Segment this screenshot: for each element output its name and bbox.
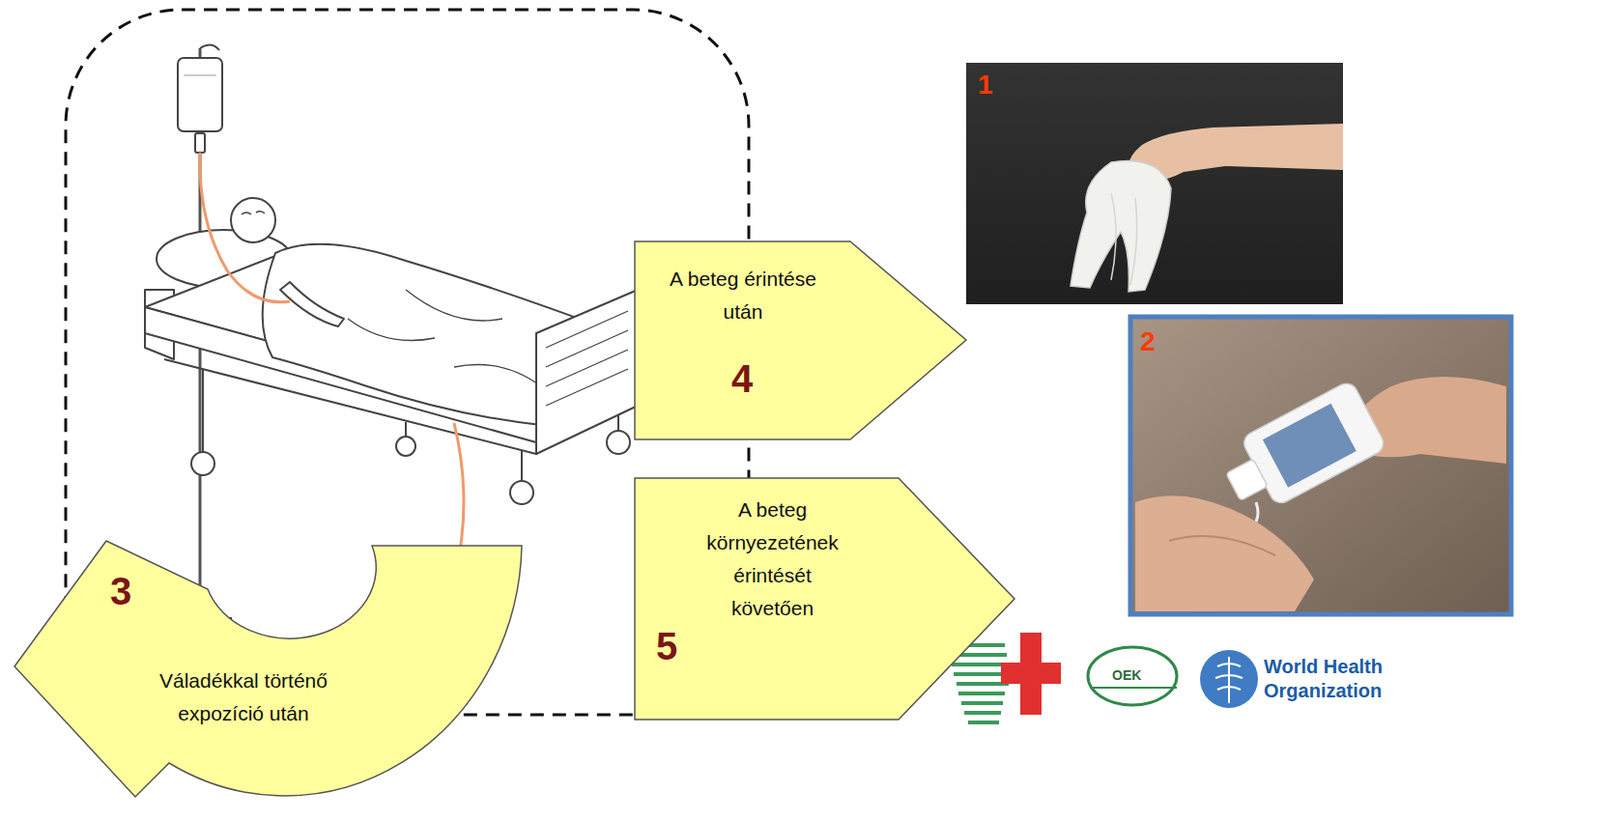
arrow-outline bbox=[634, 241, 967, 440]
moment-text: Váladékkal történő expozíció után bbox=[132, 664, 355, 731]
moment-number: 4 bbox=[731, 357, 753, 400]
moment-arrow: A beteg környezetének érintését követően… bbox=[634, 478, 1015, 720]
handrub-photo bbox=[1130, 316, 1512, 615]
arrow-outline bbox=[14, 541, 522, 798]
photo-number: 1 bbox=[977, 69, 994, 101]
moment-number: 3 bbox=[110, 570, 132, 613]
moment-text: A beteg érintése után bbox=[665, 262, 821, 329]
moment-text: A beteg környezetének érintését követően bbox=[692, 493, 853, 626]
logo-text: World Health Organization bbox=[1263, 655, 1409, 704]
moment-curved-arrow: Váladékkal történő expozíció után 3 bbox=[0, 521, 542, 820]
oek-logo bbox=[1087, 647, 1177, 706]
photo-number: 2 bbox=[1140, 326, 1156, 358]
logo-text: OEK bbox=[1112, 666, 1142, 685]
arrow-shape bbox=[634, 478, 1015, 720]
moment-number: 5 bbox=[656, 625, 678, 668]
moment-arrow: A beteg érintése után 4 bbox=[634, 241, 967, 440]
glove-photo bbox=[966, 62, 1343, 305]
who-emblem bbox=[1200, 650, 1258, 709]
arrow-outline bbox=[634, 478, 1015, 720]
